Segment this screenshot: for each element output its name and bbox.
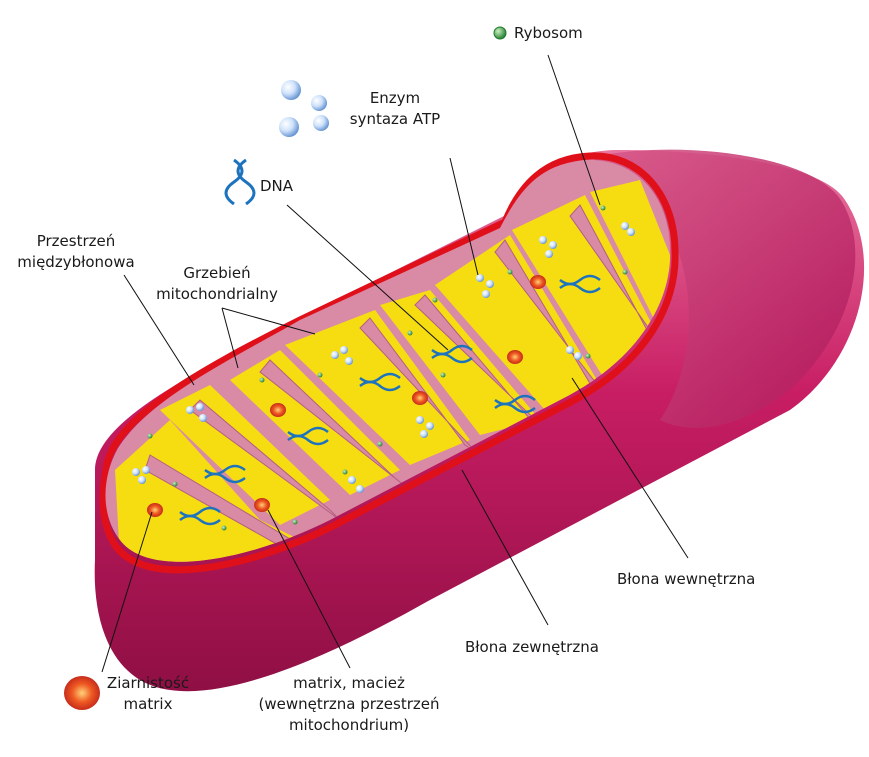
dna-legend-icon <box>224 158 256 206</box>
crista-label-line2: mitochondrialny <box>156 285 278 303</box>
ribosomes <box>147 205 628 531</box>
membrane-edge <box>99 152 679 574</box>
matrix-granules <box>147 275 546 517</box>
atp-synthase-legend-icon <box>279 80 329 137</box>
cut-interior <box>105 160 671 562</box>
granule-label-line1: Ziarnistość <box>107 674 189 692</box>
matrix-label-line2: (wewnętrzna przestrzeń <box>258 695 439 713</box>
dna-strands <box>179 274 601 526</box>
matrix-label-line3: mitochondrium) <box>289 716 409 734</box>
matrix-region <box>512 195 660 380</box>
matrix-label-line1: matrix, macież <box>293 674 405 692</box>
intermembrane-space-label-line1: Przestrzeń <box>37 232 116 250</box>
granule-legend-icon <box>64 676 100 710</box>
atp-synthase-label-line1: Enzym <box>370 89 420 107</box>
matrix-region <box>285 310 470 465</box>
inner-membrane-label: Błona wewnętrzna <box>617 570 755 588</box>
ribosome-label: Rybosom <box>514 24 583 42</box>
outer-membrane-label: Błona zewnętrzna <box>465 638 599 656</box>
granule-label-line2: matrix <box>124 695 173 713</box>
crista-label-line1: Grzebień <box>183 264 250 282</box>
leader-lines <box>101 54 689 673</box>
ribosome-legend-icon <box>493 26 507 40</box>
intermembrane-space-label-line2: międzybłonowa <box>17 253 134 271</box>
atp-synthase-clusters <box>132 222 635 493</box>
outer-membrane-cap <box>590 149 856 428</box>
matrix-region <box>230 350 400 495</box>
dna-label: DNA <box>260 177 294 195</box>
atp-synthase-label-line2: syntaza ATP <box>350 110 440 128</box>
matrix-region <box>590 180 671 335</box>
